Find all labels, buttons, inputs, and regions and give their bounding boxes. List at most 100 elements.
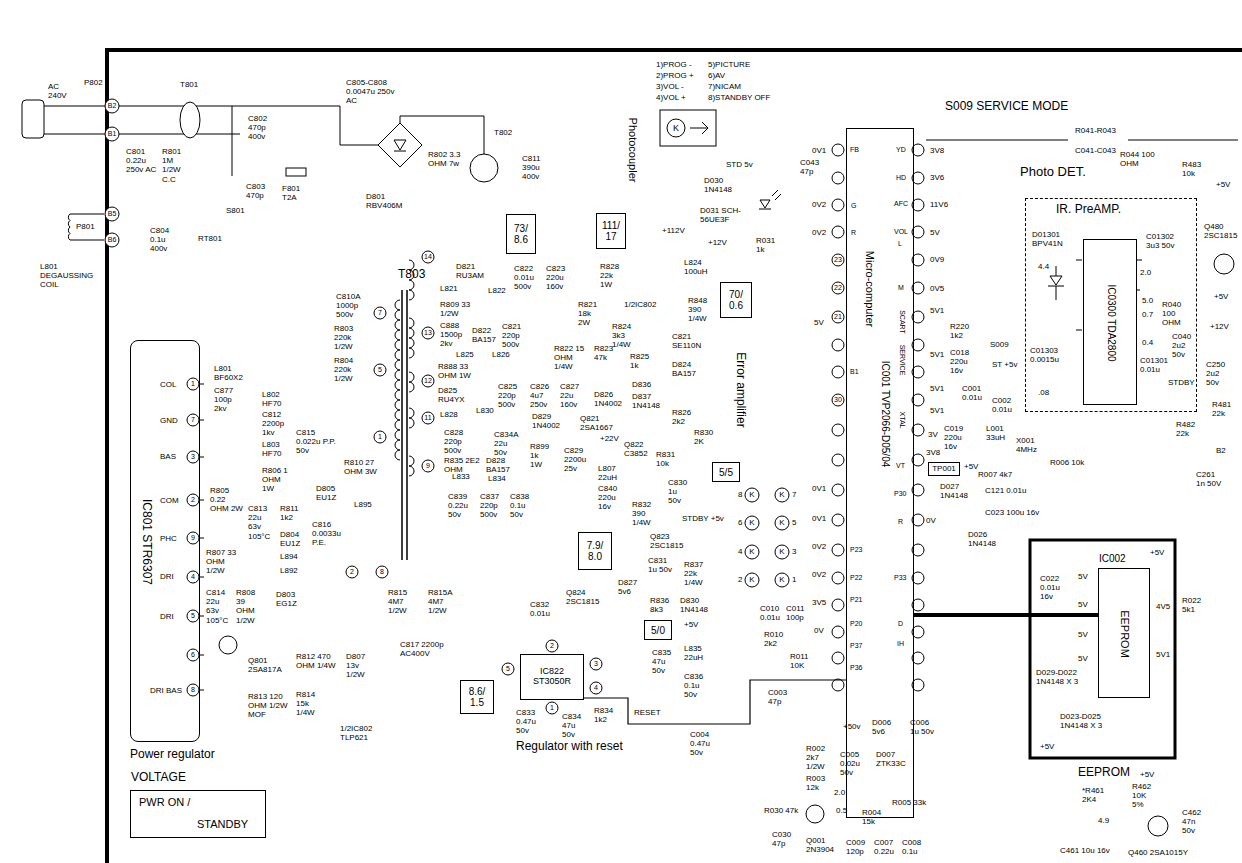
- component-label: C888 1500p 2kv: [440, 321, 470, 349]
- component-label: STDBY +5v: [682, 514, 724, 523]
- component-label: R: [851, 229, 856, 237]
- connector-circle: [105, 127, 119, 141]
- component-label: C01303 0.0015u: [1030, 346, 1066, 364]
- node-text: 5/5: [719, 467, 733, 478]
- component-label: P802: [84, 78, 103, 87]
- component-label: R836 8k3: [650, 596, 672, 614]
- component-label: L001 33uH: [986, 424, 1010, 442]
- component-label: D821 RU3AM: [456, 262, 486, 280]
- component-label: 0V9: [930, 255, 944, 264]
- component-label: C01301 0.01u: [1140, 356, 1166, 374]
- component-label: C006 1u 50v: [910, 718, 936, 736]
- component-label: D824 BA157: [672, 360, 700, 378]
- component-label: R826 2k2: [672, 408, 694, 426]
- component-label: D830 1N4148: [680, 596, 712, 614]
- node-text: 8.6/ 1.5: [469, 686, 486, 708]
- component-label: C811 390u 400v: [522, 154, 550, 182]
- component-label: 7: [792, 490, 796, 499]
- ic-body: IC0300 TDA2800: [1083, 239, 1137, 405]
- component-label: C019 220u 16v: [944, 424, 974, 452]
- component-label: 5V: [1078, 654, 1088, 663]
- pin-number: K: [673, 123, 679, 133]
- component-label: C009 120p: [846, 838, 870, 856]
- component-label: C828 220p 500v: [444, 428, 472, 456]
- component-label: DRI: [160, 572, 174, 581]
- pin-circle: [187, 571, 199, 583]
- thermistor-symbol: [470, 154, 498, 182]
- pin-circle: [832, 172, 844, 184]
- component-label: RT801: [198, 234, 222, 243]
- pin-number: 7: [378, 309, 382, 317]
- component-label: C462 47n 50v: [1182, 808, 1206, 836]
- connector-circle: [775, 573, 789, 587]
- component-label: R823 47k: [594, 344, 616, 362]
- transistor-symbol: [1148, 816, 1168, 836]
- component-label: 1/2IC802 TLP621: [340, 724, 384, 742]
- component-label: C837 220p 500v: [480, 492, 508, 520]
- component-label: R801 1M 1/2W C.C: [162, 147, 192, 184]
- component-label: +5V: [684, 620, 698, 629]
- test-point-box: TP001: [928, 462, 960, 476]
- component-label: P30: [894, 490, 906, 498]
- component-label: 3V: [928, 430, 938, 439]
- component-label: C834 47u 50v: [562, 712, 586, 740]
- pin-circle: [832, 144, 844, 156]
- component-label: +22V: [600, 434, 619, 443]
- component-label: C825 220p 500v: [498, 382, 526, 410]
- component-label: 8)STANDBY OFF: [708, 93, 770, 102]
- voltage-callout: 7.9/ 8.0: [578, 532, 612, 570]
- component-label: +112V: [662, 226, 685, 235]
- component-label: VOL: [894, 228, 908, 236]
- component-label: *R461 2K4: [1082, 786, 1110, 804]
- pin-number: B1: [108, 130, 117, 138]
- component-label: C802 470p 400v: [248, 114, 276, 142]
- component-label: Q460 2SA1015Y: [1128, 848, 1188, 857]
- pin-number: 3: [594, 660, 598, 668]
- bus-connector: [914, 613, 1098, 617]
- pin-circle: [187, 494, 199, 506]
- component-label: R822 15 OHM 1/4W: [554, 344, 588, 372]
- component-label: R837 22k 1/4W: [684, 560, 714, 588]
- pin-number: B5: [108, 210, 117, 218]
- component-label: D01301 BPV41N: [1032, 230, 1068, 248]
- pin-number: K: [749, 547, 754, 556]
- component-label: C01302 3u3 50v: [1146, 232, 1176, 250]
- component-label: R806 1 OHM 1W: [262, 466, 290, 494]
- component-label: S801: [226, 206, 245, 215]
- pin-circle: [832, 339, 844, 351]
- node-text: IC001 TVP2066-D05/04: [880, 361, 891, 468]
- component-label: +5V: [1216, 180, 1230, 189]
- component-label: C011 100p: [786, 604, 810, 622]
- pin-number: K: [749, 575, 754, 584]
- component-label: 3V6: [930, 173, 944, 182]
- node-text: IC002: [1099, 553, 1126, 564]
- component-label: 1: [792, 575, 796, 584]
- component-label: RESET: [634, 708, 661, 717]
- component-label: R825 1k: [630, 352, 650, 370]
- component-label: HD: [896, 174, 906, 182]
- pin-circle: [832, 424, 844, 436]
- node-text: Micro-computer: [864, 251, 876, 327]
- connector-circle: [105, 233, 119, 247]
- pin-number: 2: [350, 568, 354, 576]
- voltage-callout: 73/ 8.6: [506, 214, 536, 254]
- component-label: S009 SERVICE MODE: [945, 100, 1068, 114]
- transistor-symbol: [806, 805, 824, 823]
- component-label: L821: [440, 284, 458, 293]
- component-label: C018 220u 16v: [950, 348, 980, 376]
- component-label: SERVICE: [898, 345, 906, 376]
- pin-circle: [832, 514, 844, 526]
- component-label: C810A 1000p 500v: [336, 292, 368, 320]
- terminal-circle: [374, 364, 386, 376]
- pin-number: 9: [191, 534, 195, 542]
- pin-number: 13: [424, 329, 432, 337]
- component-label: R044 100 OHM: [1120, 150, 1156, 168]
- pin-circle: [546, 702, 558, 714]
- voltage-callout: 70/ 0.6: [720, 282, 752, 318]
- component-label: R814 15k 1/4W: [296, 690, 322, 718]
- pin-circle: [832, 626, 844, 638]
- component-label: 0V5: [930, 284, 944, 293]
- component-label: 0V2: [812, 228, 826, 237]
- component-label: R: [898, 518, 903, 526]
